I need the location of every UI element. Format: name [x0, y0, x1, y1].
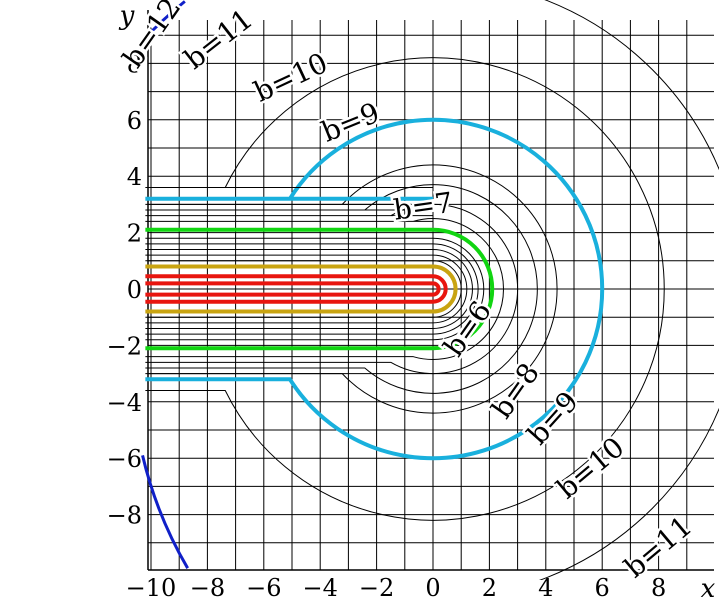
x-tick-label: −2: [359, 574, 394, 599]
contour-b5-5: [145, 264, 458, 314]
x-tick-label: −4: [303, 574, 338, 599]
contour-b7: [145, 218, 504, 360]
y-axis-label: y: [119, 1, 135, 31]
contour-b12: [141, 0, 186, 42]
contour-b6: [145, 254, 468, 324]
contour-b9: [145, 117, 605, 461]
y-tick-label: −4: [107, 389, 142, 417]
x-tick-label: 4: [538, 574, 553, 599]
level-labels: b=12b=11b=10b=9b=7b=6b=8b=9b=10b=11: [114, 0, 701, 587]
x-tick-label: −8: [190, 574, 225, 599]
y-tick-label: −2: [107, 332, 142, 360]
contour-b6: [145, 249, 473, 329]
contour-b10: [145, 57, 665, 521]
contour-b7: [145, 227, 495, 351]
contour-b5: [145, 281, 441, 297]
x-axis-label: x: [701, 574, 716, 599]
x-tick-label: 2: [482, 574, 497, 599]
x-tick-label: 8: [651, 574, 666, 599]
level-label: b=10: [550, 430, 630, 505]
contour-b8: [145, 184, 538, 394]
contour-b6: [145, 237, 485, 341]
tick-labels: −10 −8 −6 −4 −2 0 2 4 6 8 −8 −6 −4 −2 0 2 4 6 8: [107, 50, 667, 599]
y-tick-label: −8: [107, 502, 142, 530]
contour-b11: [538, 0, 719, 580]
y-tick-label: 0: [127, 276, 142, 304]
y-tick-label: 4: [127, 163, 142, 191]
y-tick-label: −6: [107, 445, 142, 473]
contour-b6: [145, 243, 479, 335]
x-tick-label: −10: [126, 574, 177, 599]
contour-b6: [145, 260, 462, 318]
x-tick-label: 0: [425, 574, 440, 599]
contour-b12: [141, 455, 189, 569]
contour-lines: [141, 0, 719, 580]
x-tick-label: −6: [246, 574, 281, 599]
level-label: b=7: [392, 186, 455, 227]
y-tick-label: 8: [127, 50, 142, 78]
level-label: b=11: [178, 2, 259, 75]
contour-b5: [145, 274, 448, 304]
contour-b8: [145, 164, 558, 414]
y-tick-label: 6: [127, 107, 142, 135]
x-tick-label: 6: [595, 574, 610, 599]
y-tick-label: 2: [127, 220, 142, 248]
